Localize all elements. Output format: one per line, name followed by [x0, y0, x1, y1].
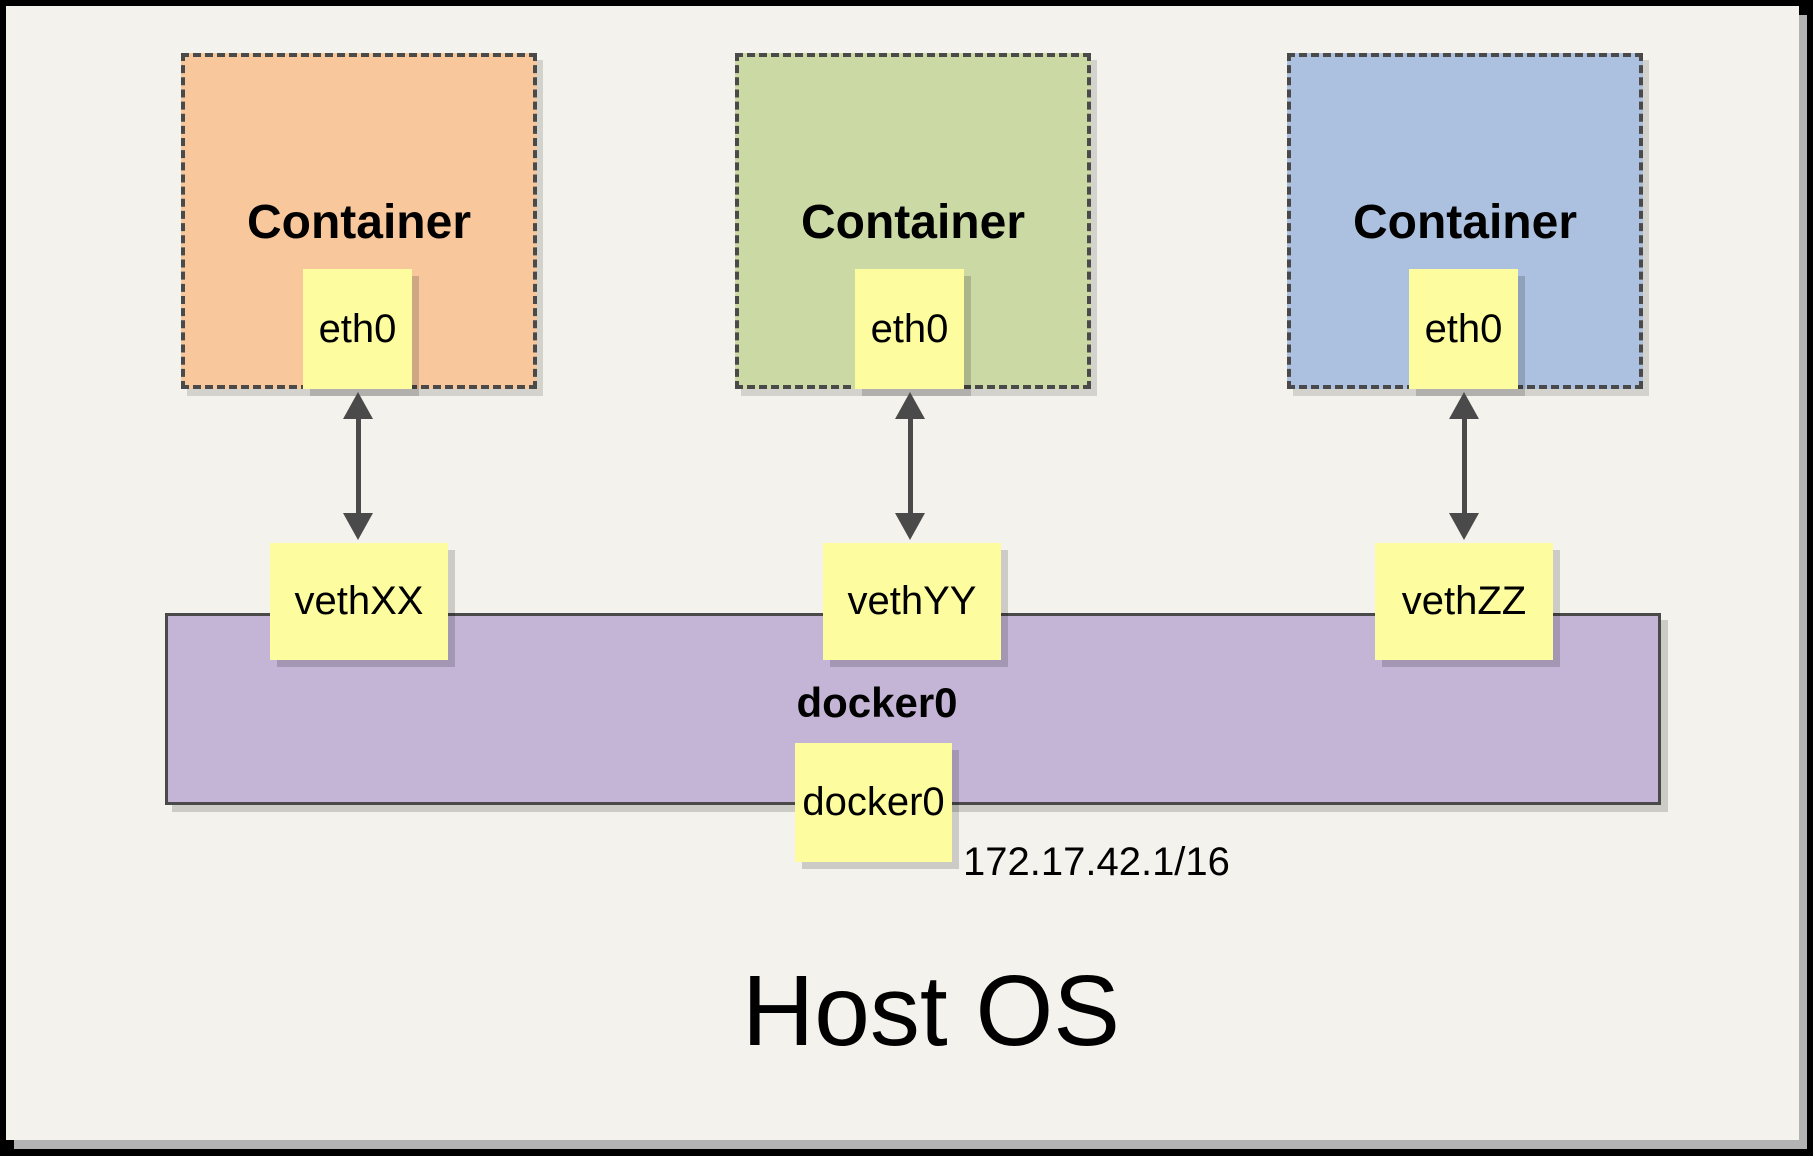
- vethXX-box: vethXX: [270, 543, 448, 660]
- vethZZ-box: vethZZ: [1375, 543, 1553, 660]
- container-title: Container: [1352, 196, 1577, 249]
- eth0-box-2: eth0: [855, 269, 964, 389]
- eth0-box-3: eth0: [1409, 269, 1518, 389]
- host-os-title: Host OS: [742, 955, 1120, 1067]
- bridge-ip-address: 172.17.42.1/16: [963, 840, 1230, 884]
- docker0-bridge-label: docker0: [796, 679, 958, 726]
- arrowhead-down-icon: [895, 513, 925, 540]
- arrow-shaft: [1461, 416, 1467, 516]
- arrowhead-up-icon: [1449, 392, 1479, 419]
- arrowhead-up-icon: [343, 392, 373, 419]
- container-title: Container: [246, 196, 471, 249]
- arrowhead-down-icon: [1449, 513, 1479, 540]
- veth-connection-arrow-3: [1449, 392, 1479, 540]
- docker0-interface-box: docker0: [795, 743, 952, 862]
- eth0-box-1: eth0: [303, 269, 412, 389]
- vethYY-box: vethYY: [823, 543, 1001, 660]
- arrow-shaft: [907, 416, 913, 516]
- arrowhead-down-icon: [343, 513, 373, 540]
- arrowhead-up-icon: [895, 392, 925, 419]
- veth-connection-arrow-2: [895, 392, 925, 540]
- host-os-canvas: Container Container Container eth0 eth0 …: [6, 6, 1799, 1140]
- veth-connection-arrow-1: [343, 392, 373, 540]
- container-title: Container: [800, 196, 1025, 249]
- arrow-shaft: [355, 416, 361, 516]
